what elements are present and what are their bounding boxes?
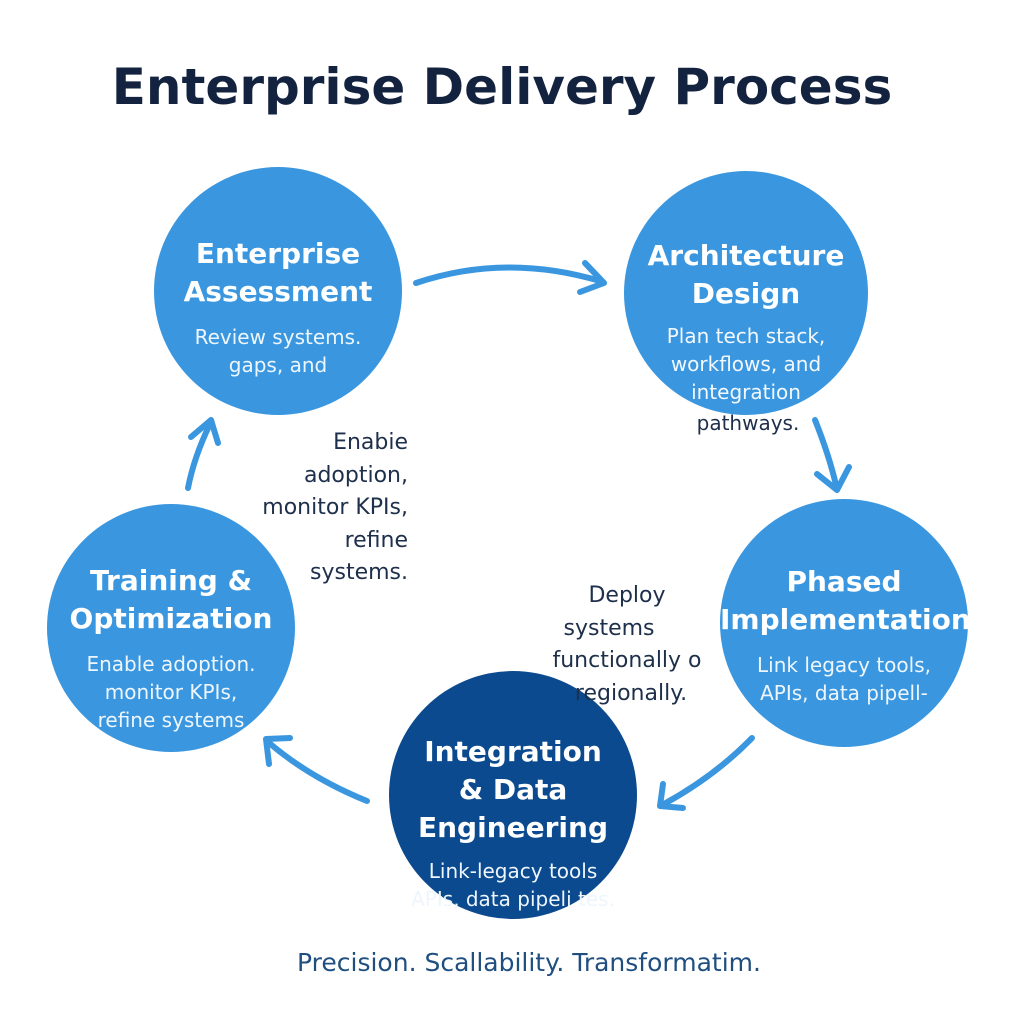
training-note-line: monitor KPIs, — [262, 495, 408, 520]
tagline: Precision. Scallability. Transformatim. — [297, 948, 761, 977]
training-note-line: Enabie — [333, 430, 408, 455]
step-description: Review systems. gaps, and — [154, 323, 402, 379]
step-title: Training & Optimization — [47, 562, 295, 638]
step-title-line: Optimization — [69, 602, 273, 635]
arrow-implementation-to-integration — [657, 735, 755, 811]
step-title: Phased Implementation — [720, 563, 971, 639]
step-description-line: gaps, and — [228, 353, 328, 377]
step-description-line: Link legacy tools, — [757, 653, 931, 677]
step-title-line: & Data — [458, 773, 568, 806]
step-description-line: Link-legacy tools — [428, 859, 598, 883]
step-phased-implementation: Phased Implementation Link legacy tools,… — [720, 499, 971, 747]
arrow-architecture-to-implementation — [812, 417, 852, 493]
step-architecture-design: Architecture Design Plan tech stack, wor… — [624, 171, 868, 415]
step-title-line: Phased — [786, 565, 902, 598]
arrow-assessment-to-architecture — [413, 260, 607, 295]
step-enterprise-assessment: Enterprise Assessment Review systems. ga… — [154, 167, 402, 415]
training-note-line: systems. — [310, 560, 408, 585]
step-description-line: Plan tech stack, — [666, 324, 826, 348]
step-title: Integration & Data Engineering — [389, 733, 637, 847]
step-description: Enable adoption. monitor KPIs, refine sy… — [47, 650, 295, 734]
step-title-line: Architecture — [647, 239, 845, 272]
deploy-note-line: functionally o — [552, 648, 702, 673]
step-title-line: Implementation — [720, 603, 971, 636]
step-description-line: APIs, data pipeli tes. — [411, 887, 615, 911]
deploy-note-line: systems — [563, 615, 655, 641]
deploy-note: Deploy systems functionally o regionally… — [541, 580, 713, 710]
step-description-line: Enable adoption. — [86, 652, 256, 676]
step-title: Enterprise Assessment — [154, 235, 402, 311]
step-title-line: Enterprise — [195, 237, 361, 270]
training-note: Enabie adoption, monitor KPIs, refine sy… — [238, 427, 408, 590]
step-title-line: Assessment — [183, 275, 373, 308]
step-description: Plan tech stack, workflows, and integrat… — [624, 322, 868, 406]
page-title: Enterprise Delivery Process — [111, 58, 893, 116]
step-title-line: Training & — [90, 564, 252, 597]
step-title-line: Design — [691, 277, 801, 310]
arrow-training-to-assessment — [185, 417, 221, 491]
arrow-integration-to-training — [263, 735, 370, 804]
step-title-line: Integration — [424, 735, 602, 768]
deploy-note-line: Deploy — [588, 583, 666, 608]
step-description-line: refine systems — [97, 708, 245, 732]
step-title: Architecture Design — [624, 237, 868, 313]
step-description-line: workflows, and — [670, 352, 822, 376]
step-description-line: Review systems. — [194, 325, 362, 349]
step-title-line: Engineering — [418, 811, 608, 844]
step-description-overflow: pathways. — [696, 411, 800, 435]
training-note-line: adoption, — [303, 462, 408, 488]
step-description-line: APIs, data pipell- — [760, 681, 928, 705]
step-integration-data-engineering: Integration & Data Engineering Link-lega… — [389, 671, 637, 919]
step-description: Link-legacy tools APIs, data pipeli tes. — [389, 857, 637, 913]
step-description: Link legacy tools, APIs, data pipell- — [720, 651, 968, 707]
step-training-optimization: Training & Optimization Enable adoption.… — [47, 504, 295, 752]
training-note-line: refine — [344, 527, 408, 553]
step-description-line: monitor KPIs, — [104, 680, 238, 704]
step-description-line: integration — [691, 380, 801, 404]
deploy-note-line: regionally. — [574, 680, 688, 706]
